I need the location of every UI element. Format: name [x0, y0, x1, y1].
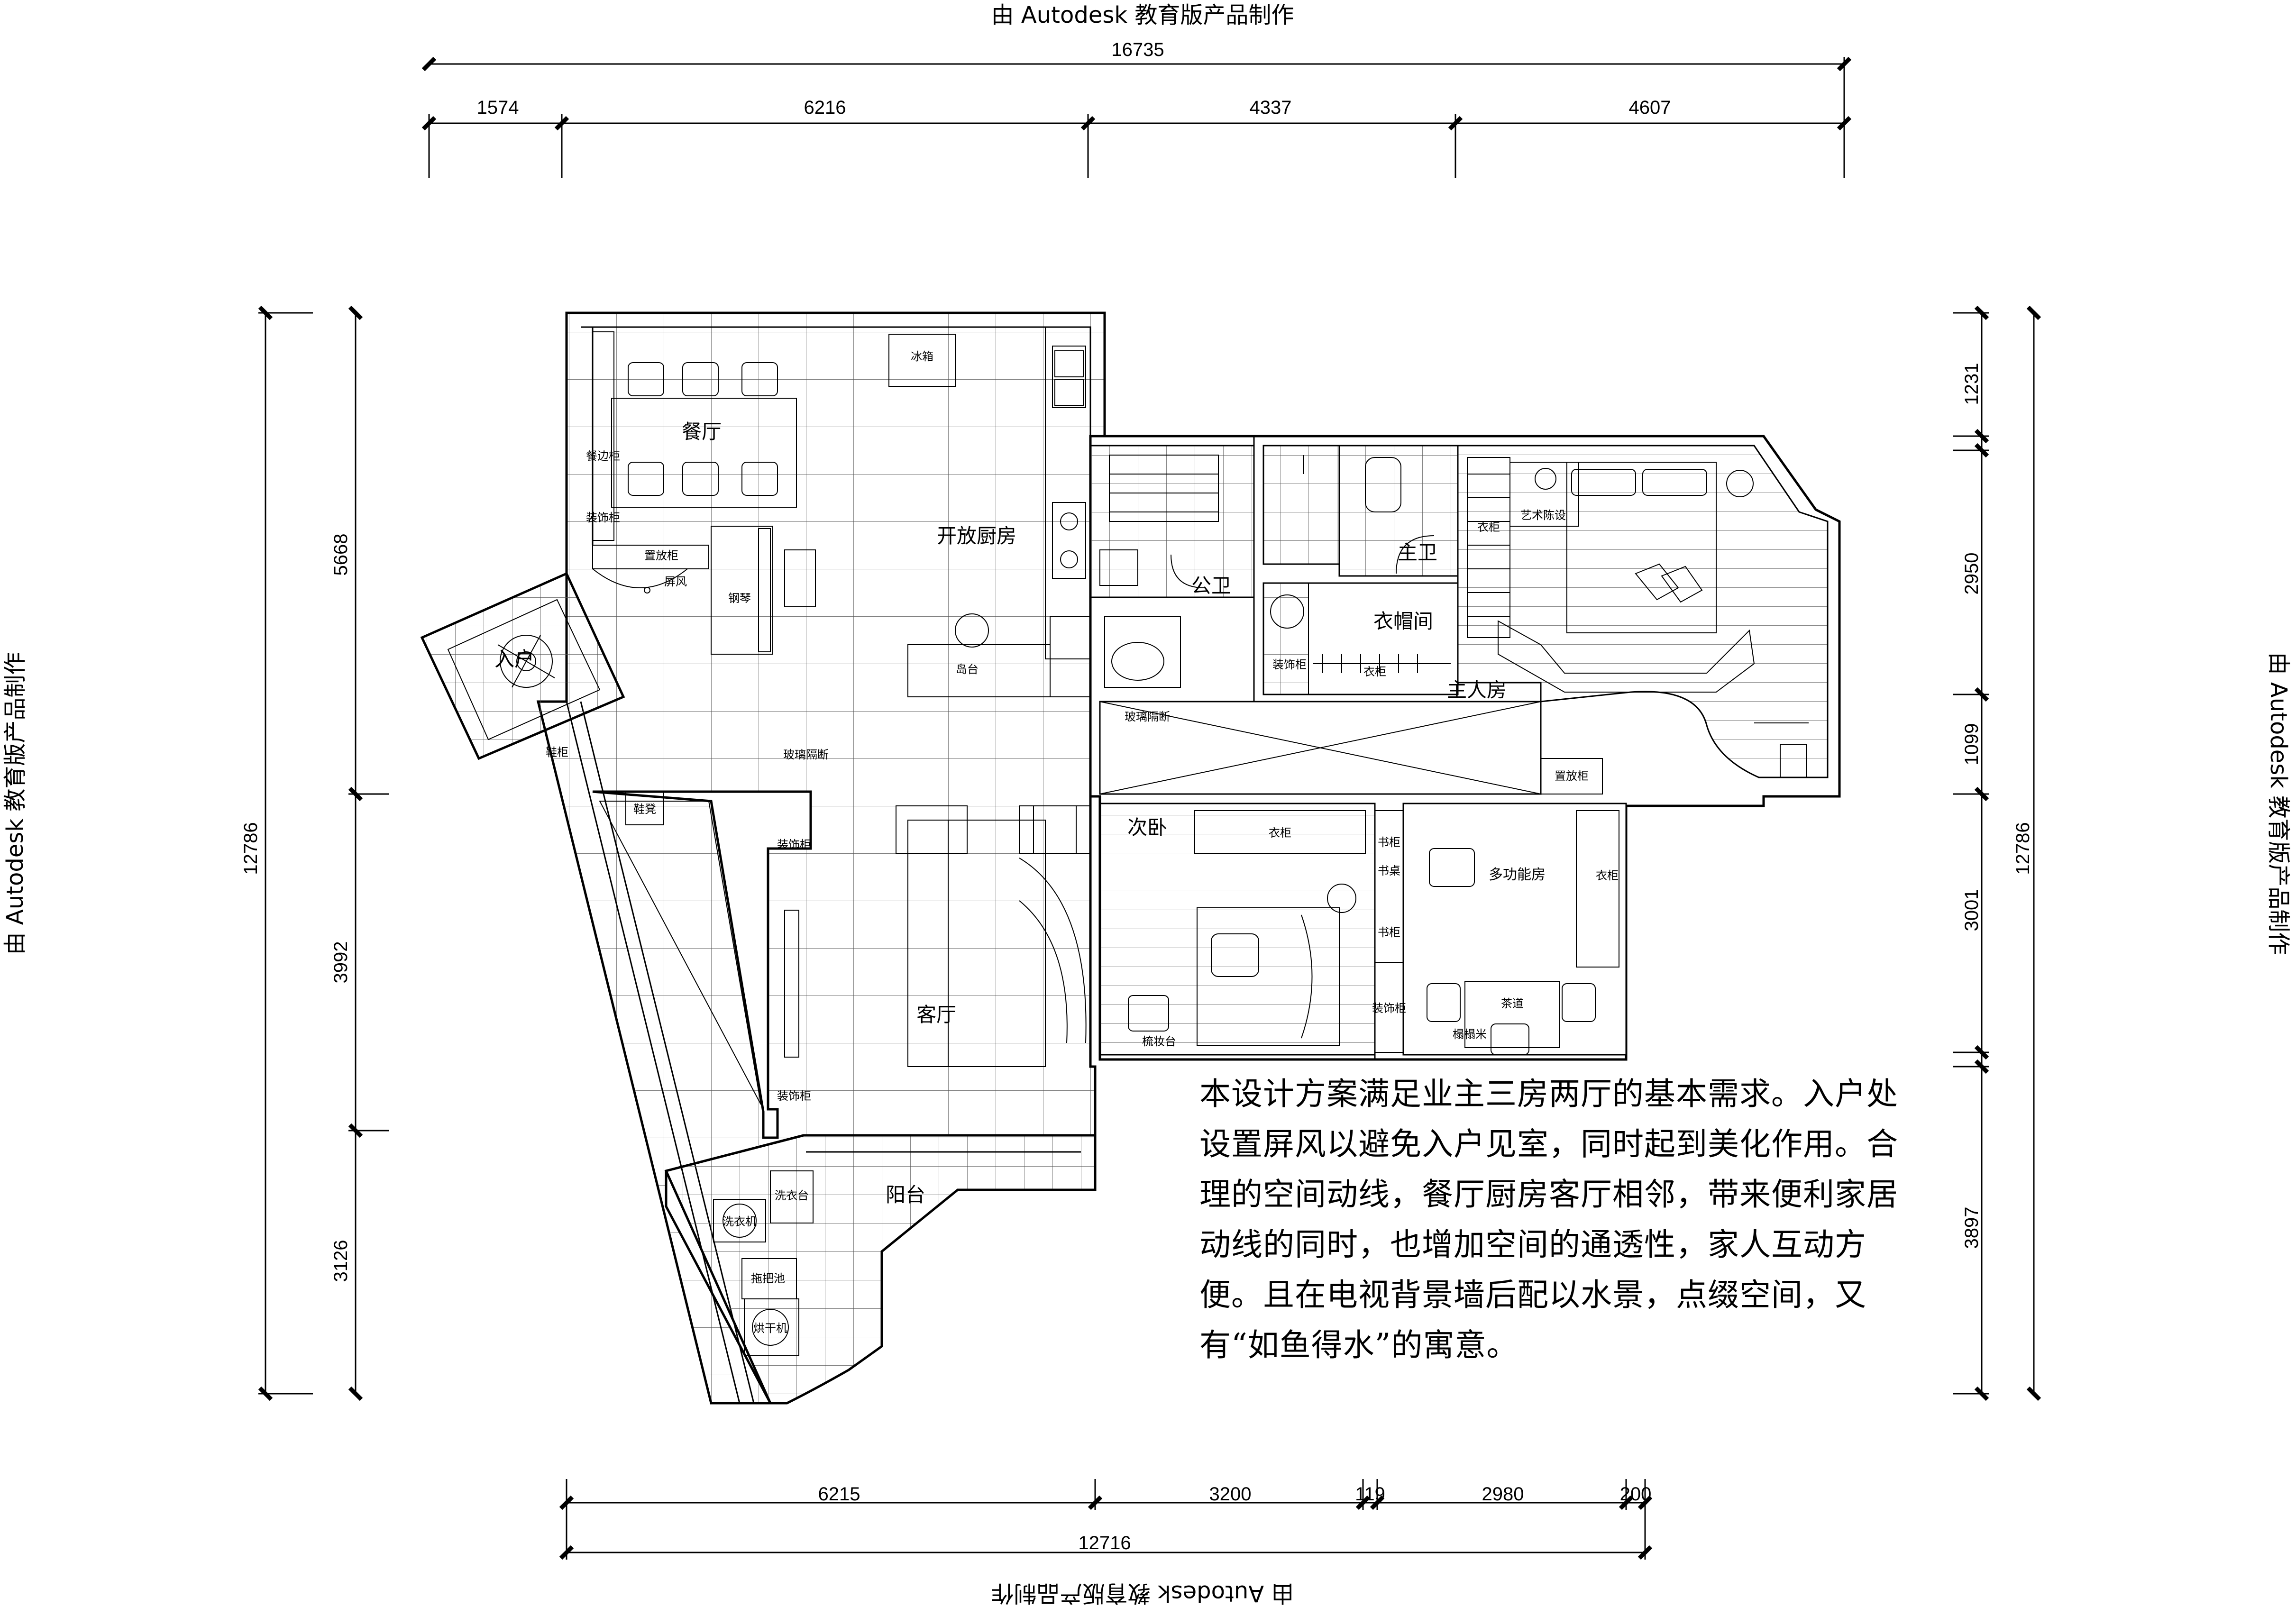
- label-decor-cabinet: 装饰柜: [586, 511, 620, 524]
- label-desk: 书桌: [1378, 864, 1400, 877]
- watermark-left: 由 Autodesk 教育版产品制作: [2, 652, 28, 955]
- label-mop-pool: 拖把池: [751, 1272, 785, 1285]
- dim-top-2: 6216: [804, 97, 846, 118]
- label-glass-partition-b: 玻璃隔断: [1125, 710, 1170, 723]
- top-dimension-chain: [421, 56, 1852, 178]
- room-wardrobe: 衣帽间: [1373, 610, 1433, 633]
- left-dimension-chain: [258, 305, 389, 1401]
- label-shoe-bench: 鞋凳: [633, 803, 656, 816]
- plan-right-block: [1089, 435, 1841, 1061]
- dim-top-3: 4337: [1250, 97, 1292, 118]
- dim-left-2: 3992: [330, 941, 351, 984]
- room-public-bath: 公卫: [1191, 574, 1231, 597]
- dim-right-3: 1099: [1961, 723, 1982, 766]
- label-clothes-a: 衣柜: [1363, 665, 1386, 678]
- bottom-dimension-chain: [559, 1479, 1653, 1560]
- watermark-bottom: 由 Autodesk 教育版产品制作: [991, 1580, 1294, 1607]
- dim-left-total: 12786: [240, 822, 261, 875]
- dim-right-1: 1231: [1961, 363, 1982, 405]
- label-clothes-c: 衣柜: [1596, 869, 1619, 882]
- label-wardrobe-master: 衣柜: [1477, 520, 1500, 534]
- label-dresser: 梳妆台: [1142, 1035, 1176, 1048]
- dim-right-total: 12786: [2012, 822, 2033, 875]
- label-island: 岛台: [956, 663, 979, 676]
- dim-bottom-1: 6215: [818, 1484, 860, 1505]
- label-dryer: 烘干机: [753, 1322, 787, 1335]
- room-balcony: 阳台: [886, 1183, 925, 1206]
- label-art-display: 艺术陈设: [1520, 509, 1566, 522]
- label-fridge: 冰箱: [911, 350, 933, 363]
- dim-bottom-3: 119: [1355, 1484, 1385, 1505]
- label-book-cabinet-b: 书柜: [1378, 926, 1400, 939]
- label-tatami: 榻榻米: [1453, 1028, 1487, 1041]
- label-decor-wardrobe: 装饰柜: [1272, 658, 1307, 671]
- dim-top-4: 4607: [1629, 97, 1671, 118]
- dim-top-1: 1574: [477, 97, 519, 118]
- room-entry: 入户: [494, 648, 534, 671]
- dim-left-1: 5668: [330, 534, 351, 576]
- label-decor-multi: 装饰柜: [1372, 1002, 1406, 1015]
- design-description: 本设计方案满足业主三房两厅的基本需求。入户处设置屏风以避免入户见室，同时起到美化…: [1199, 1076, 1898, 1363]
- dim-bottom-5: 200: [1620, 1484, 1652, 1505]
- label-shoe-cabinet: 鞋柜: [546, 746, 568, 759]
- dim-bottom-2: 3200: [1209, 1484, 1252, 1505]
- dim-right-4: 3001: [1961, 889, 1982, 931]
- dim-bottom-total: 12716: [1078, 1533, 1131, 1553]
- dim-bottom-4: 2980: [1482, 1484, 1524, 1505]
- room-second-bedroom: 次卧: [1127, 816, 1167, 839]
- watermark-right: 由 Autodesk 教育版产品制作: [2265, 652, 2292, 955]
- label-piano: 钢琴: [728, 592, 751, 605]
- room-dining: 餐厅: [682, 420, 722, 443]
- room-master-bedroom: 主人房: [1447, 678, 1507, 702]
- label-glass-partition-a: 玻璃隔断: [783, 748, 829, 761]
- room-living: 客厅: [916, 1003, 956, 1026]
- plan-left-block: [420, 311, 1106, 1405]
- room-open-kitchen: 开放厨房: [937, 524, 1016, 548]
- label-side-cabinet: 餐边柜: [586, 449, 620, 463]
- right-dimension-chain: [1953, 305, 2041, 1401]
- label-collect-cabinet: 置放柜: [644, 549, 678, 562]
- dim-top-total: 16735: [1111, 39, 1164, 60]
- label-screen: 屏风: [664, 575, 687, 588]
- label-book-cabinet-a: 书柜: [1378, 836, 1400, 849]
- dim-left-3: 3126: [330, 1240, 351, 1282]
- room-master-bath: 主卫: [1398, 541, 1437, 564]
- label-storage: 置放柜: [1555, 769, 1589, 783]
- label-washer: 洗衣机: [723, 1215, 757, 1228]
- label-display-cabinet-b: 装饰柜: [777, 1089, 811, 1103]
- label-tea-table: 茶道: [1501, 997, 1524, 1010]
- label-clothes-b: 衣柜: [1269, 826, 1291, 840]
- label-wash-table: 洗衣台: [775, 1189, 809, 1202]
- watermark-top: 由 Autodesk 教育版产品制作: [991, 2, 1294, 28]
- room-multi: 多功能房: [1489, 867, 1546, 883]
- dim-right-2: 2950: [1961, 553, 1982, 595]
- dim-right-5: 3897: [1961, 1207, 1982, 1249]
- label-display-cabinet-a: 装饰柜: [777, 838, 811, 851]
